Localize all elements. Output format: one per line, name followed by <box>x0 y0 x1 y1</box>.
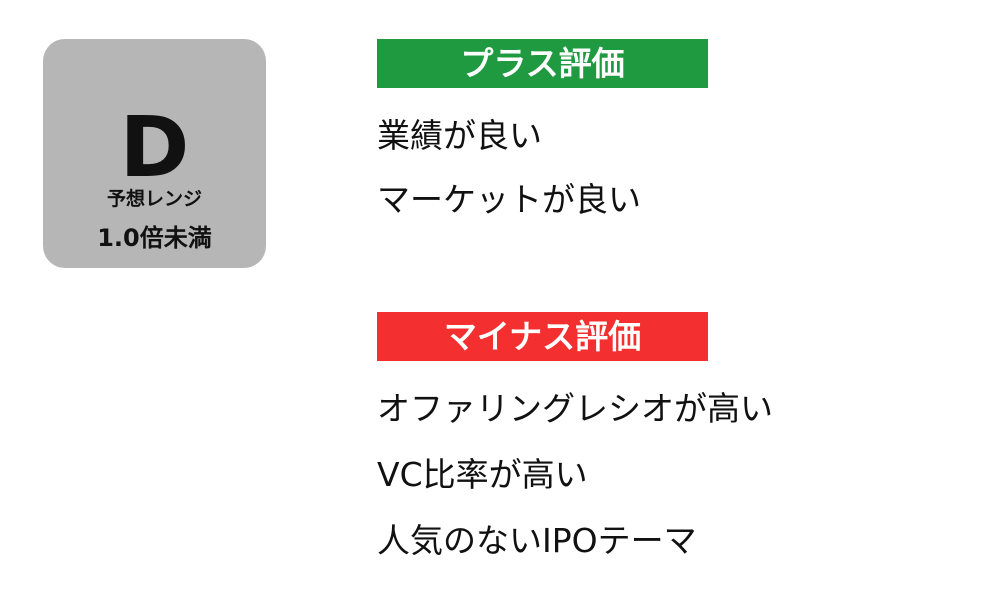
minus-item-2: VC比率が高い <box>377 455 588 494</box>
plus-section-header: プラス評価 <box>377 39 708 88</box>
plus-item-1: 業績が良い <box>377 116 542 155</box>
rating-card: D 予想レンジ 1.0倍未満 <box>43 39 266 268</box>
minus-item-3: 人気のないIPOテーマ <box>377 521 697 560</box>
minus-section-header: マイナス評価 <box>377 312 708 361</box>
rating-value: 1.0倍未満 <box>97 224 212 252</box>
rating-label: 予想レンジ <box>106 188 202 210</box>
rating-grade: D <box>119 98 190 196</box>
minus-item-1: オファリングレシオが高い <box>377 389 773 428</box>
plus-item-2: マーケットが良い <box>377 180 641 219</box>
